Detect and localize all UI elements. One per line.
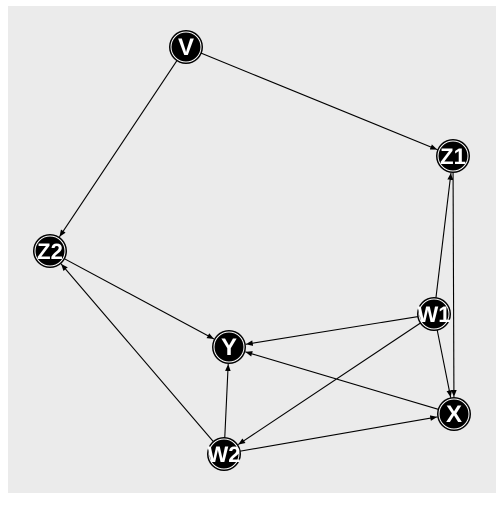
node-x-label: X [446,401,462,428]
node-z2-label: Z2 [37,239,63,264]
node-w1-circle [418,298,450,330]
node-z2: Z2 [33,234,67,268]
node-x-circle [438,398,470,430]
edge-w1-to-x [436,329,453,398]
edge-w2-to-z2 [60,263,215,443]
node-z1: Z1 [436,139,470,173]
node-w1: W1 [417,297,451,331]
node-v: V [169,30,203,64]
node-v-circle [170,31,202,63]
edge-w1-to-z1 [435,172,453,299]
edge-w1-to-w2 [237,322,421,446]
node-w1-label: W1 [418,302,451,327]
node-y-circle [213,331,245,363]
node-z1-label: Z1 [440,144,466,169]
node-z1-circle [437,140,469,172]
node-w2-circle [208,438,240,470]
plot-panel [8,6,496,493]
node-x: X [437,397,471,431]
edge-w2-to-x [239,415,438,452]
edge-x-to-y [245,351,439,410]
edges-layer [58,52,457,452]
edge-z2-to-y [63,258,215,340]
node-y: Y [212,330,246,364]
node-v-label: V [178,34,194,61]
node-w2-label: W2 [208,442,241,467]
edge-v-to-z1 [200,52,438,151]
edge-z1-to-x [451,171,457,398]
edge-w1-to-y [245,315,419,346]
node-z2-circle [34,235,66,267]
node-y-label: Y [221,334,237,361]
node-w2: W2 [207,437,241,471]
edge-w2-to-y [224,363,231,439]
edge-v-to-z2 [58,60,178,238]
